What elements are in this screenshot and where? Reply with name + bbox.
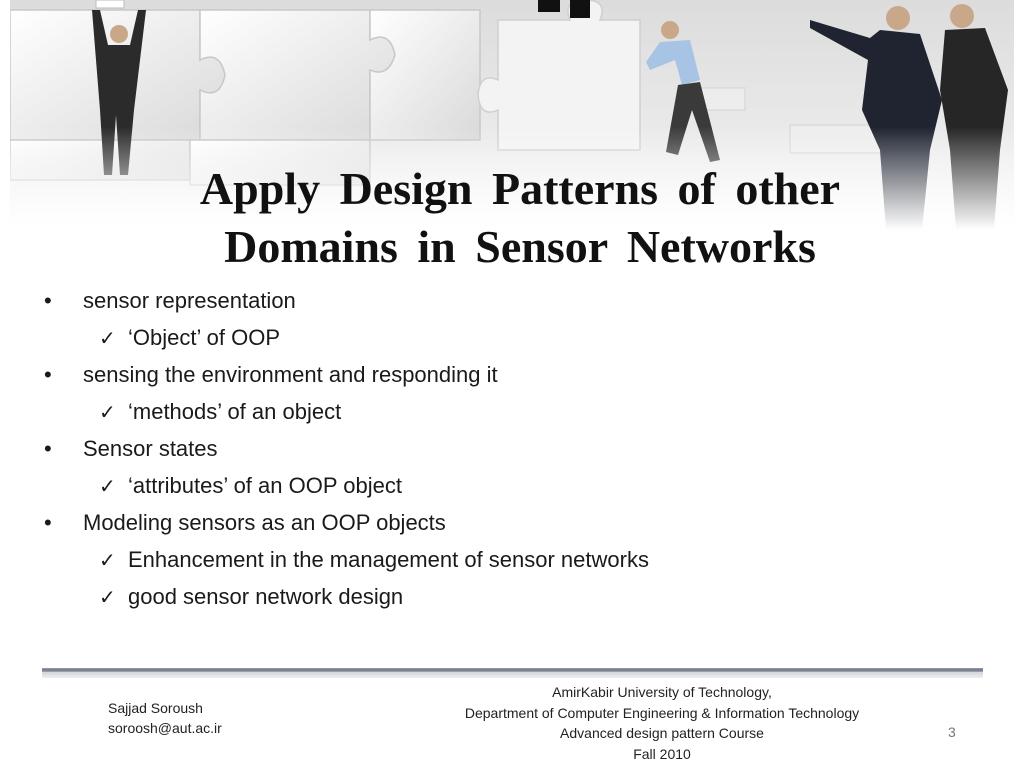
footer-line: Fall 2010 — [633, 745, 691, 762]
bullet-dot-icon: • — [44, 362, 52, 387]
header-illustration — [10, 0, 1014, 230]
title-line-1: Apply Design Patterns of other — [199, 163, 841, 214]
list-item-text: ‘attributes’ of an OOP object — [128, 473, 402, 498]
list-item-text: Enhancement in the management of sensor … — [128, 547, 649, 572]
checkmark-icon: ✓ — [99, 587, 116, 609]
title-line-2: Domains in Sensor Networks — [224, 221, 816, 272]
list-item: ✓ good sensor network design — [99, 582, 403, 613]
checkmark-icon: ✓ — [99, 550, 116, 572]
footer-line: Advanced design pattern Course — [560, 725, 764, 741]
checkmark-icon: ✓ — [99, 402, 116, 424]
list-item: • Modeling sensors as an OOP objects — [44, 508, 446, 538]
page-number: 3 — [948, 724, 956, 740]
list-item-text: sensor representation — [83, 288, 296, 313]
list-item: ✓ ‘methods’ of an object — [99, 397, 341, 428]
slide-title: Apply Design Patterns of other Domains i… — [110, 160, 930, 276]
list-item-text: Modeling sensors as an OOP objects — [83, 510, 446, 535]
author-email: soroosh@aut.ac.ir — [108, 720, 222, 736]
list-item-text: good sensor network design — [128, 584, 404, 609]
list-item-text: Sensor states — [83, 436, 218, 461]
footer-author: Sajjad Soroush soroosh@aut.ac.ir — [108, 698, 222, 738]
footer-divider-shadow — [42, 670, 983, 678]
footer-institution: AmirKabir University of Technology, Depa… — [400, 682, 924, 764]
puzzle-people-image — [10, 0, 1014, 230]
checkmark-icon: ✓ — [99, 476, 116, 498]
list-item: ✓ ‘Object’ of OOP — [99, 323, 280, 354]
list-item: • sensor representation — [44, 286, 296, 316]
list-item-text: sensing the environment and responding i… — [83, 362, 498, 387]
bullet-dot-icon: • — [44, 288, 52, 313]
list-item: • Sensor states — [44, 434, 218, 464]
footer-line: Department of Computer Engineering & Inf… — [464, 704, 860, 721]
author-name: Sajjad Soroush — [108, 700, 203, 716]
bullet-dot-icon: • — [44, 436, 52, 461]
list-item-text: ‘methods’ of an object — [128, 399, 342, 424]
bullet-dot-icon: • — [44, 510, 52, 535]
list-item: • sensing the environment and responding … — [44, 360, 498, 390]
list-item: ✓ ‘attributes’ of an OOP object — [99, 471, 402, 502]
list-item: ✓ Enhancement in the management of sensor… — [99, 545, 649, 576]
checkmark-icon: ✓ — [99, 328, 116, 350]
footer-divider — [42, 668, 983, 672]
footer-line: AmirKabir University of Technology, — [552, 684, 772, 700]
list-item-text: ‘Object’ of OOP — [128, 325, 281, 350]
